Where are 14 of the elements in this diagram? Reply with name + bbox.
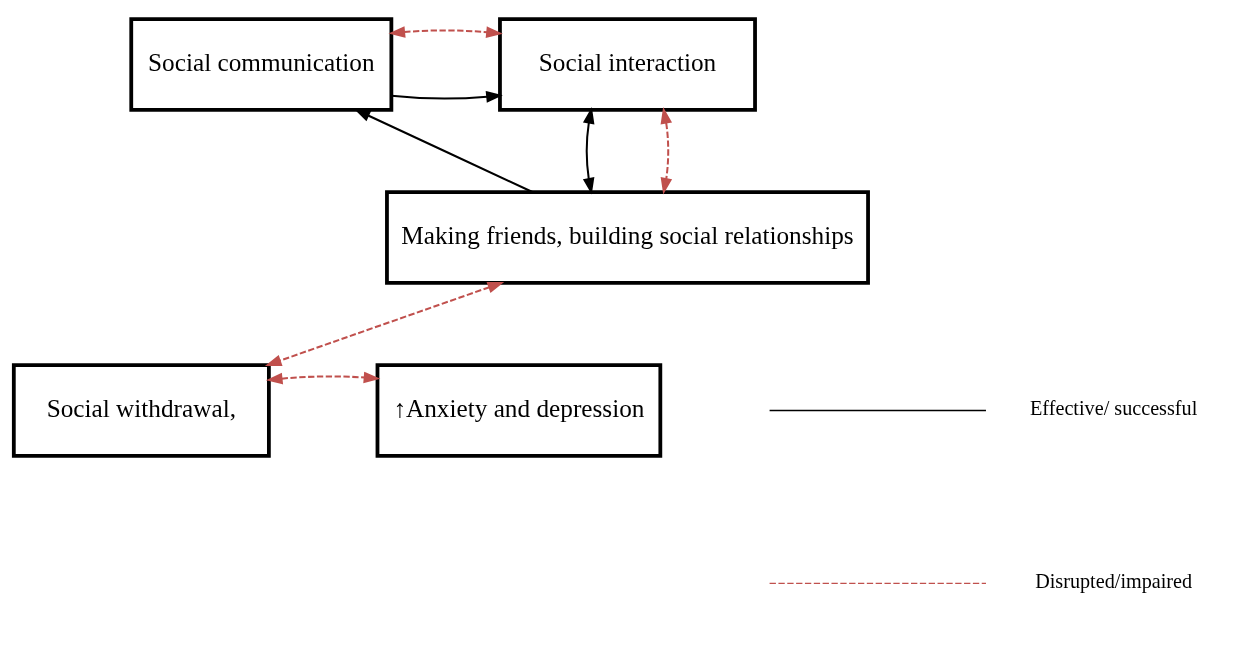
- legend-label: Effective/ successful: [1030, 396, 1198, 419]
- node-box: Social interaction: [498, 16, 757, 112]
- legend-label: Disrupted/impaired: [1035, 569, 1193, 592]
- arrow: [264, 281, 505, 366]
- arrow: [660, 106, 673, 195]
- arrow: [265, 371, 381, 384]
- arrow: [582, 106, 595, 195]
- node-box: Social communication: [129, 16, 394, 112]
- node-box: ↑Anxiety and depression: [375, 362, 663, 458]
- arrow: [353, 108, 533, 193]
- arrow: [388, 25, 503, 38]
- arrow: [391, 90, 503, 103]
- node-box: Making friends, building social relationships: [385, 189, 870, 285]
- node-box: Social withdrawal,: [11, 362, 271, 458]
